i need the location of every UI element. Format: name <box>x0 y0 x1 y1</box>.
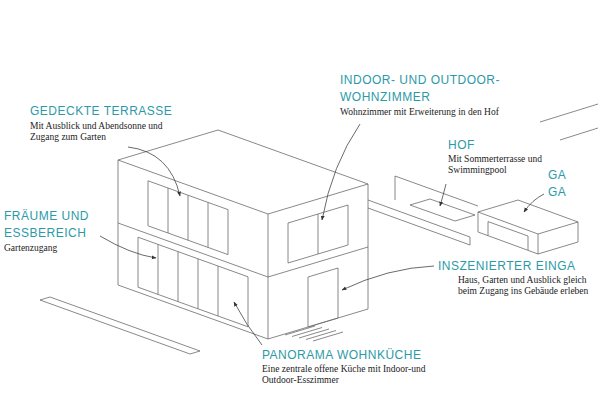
side-facade <box>268 184 368 339</box>
callout-heading: HOF <box>448 137 475 154</box>
callout-text: Gartenzugang <box>4 243 94 254</box>
front-facade <box>118 160 268 339</box>
callout-text: Mit Ausblick und Abendsonne und Zugang z… <box>30 121 166 143</box>
leader-line <box>100 236 156 258</box>
site-lines <box>540 104 598 140</box>
callout-heading: INDOOR- UND OUTDOOR- WOHNZIMMER <box>340 72 532 106</box>
callout-text: Wohnzimmer mit Erweiterung in den Hof <box>340 107 520 118</box>
roof <box>118 130 368 214</box>
garage-walls <box>478 212 578 254</box>
callout-heading: GEDECKTE TERRASSE <box>30 103 172 120</box>
courtyard-wall <box>368 200 470 245</box>
glass-front <box>138 237 248 327</box>
leader-line <box>342 266 434 290</box>
leader-line <box>234 302 262 345</box>
garage-door <box>488 222 528 250</box>
callout-text: Haus, Garten und Ausblick gleich beim Zu… <box>458 275 596 297</box>
leader-line <box>440 184 446 206</box>
terrace-opening <box>148 181 228 255</box>
side-window <box>288 205 348 263</box>
callout-text: Eine zentrale offene Küche mit Indoor-un… <box>262 364 447 386</box>
window-mullions <box>168 188 208 247</box>
callout-heading: GA GA <box>548 167 578 201</box>
leader-line <box>524 194 544 212</box>
leader-line <box>128 147 180 196</box>
window-mullions <box>158 244 218 316</box>
swimming-pool <box>410 199 475 221</box>
leader-line <box>322 124 360 220</box>
callout-heading: PANORAMA WOHNKÜCHE <box>262 347 421 364</box>
stairs <box>285 326 343 341</box>
house-lines <box>40 104 598 354</box>
callout-heading: FRÄUME UND ESSBEREICH <box>4 208 104 242</box>
garage-roof <box>478 200 578 234</box>
entrance-opening <box>308 268 338 327</box>
callout-heading: INSZENIERTER EINGA <box>438 258 575 275</box>
callout-text: Mit Sommerterrasse und Swimmingpool <box>448 154 548 176</box>
garden-pool <box>40 297 200 354</box>
